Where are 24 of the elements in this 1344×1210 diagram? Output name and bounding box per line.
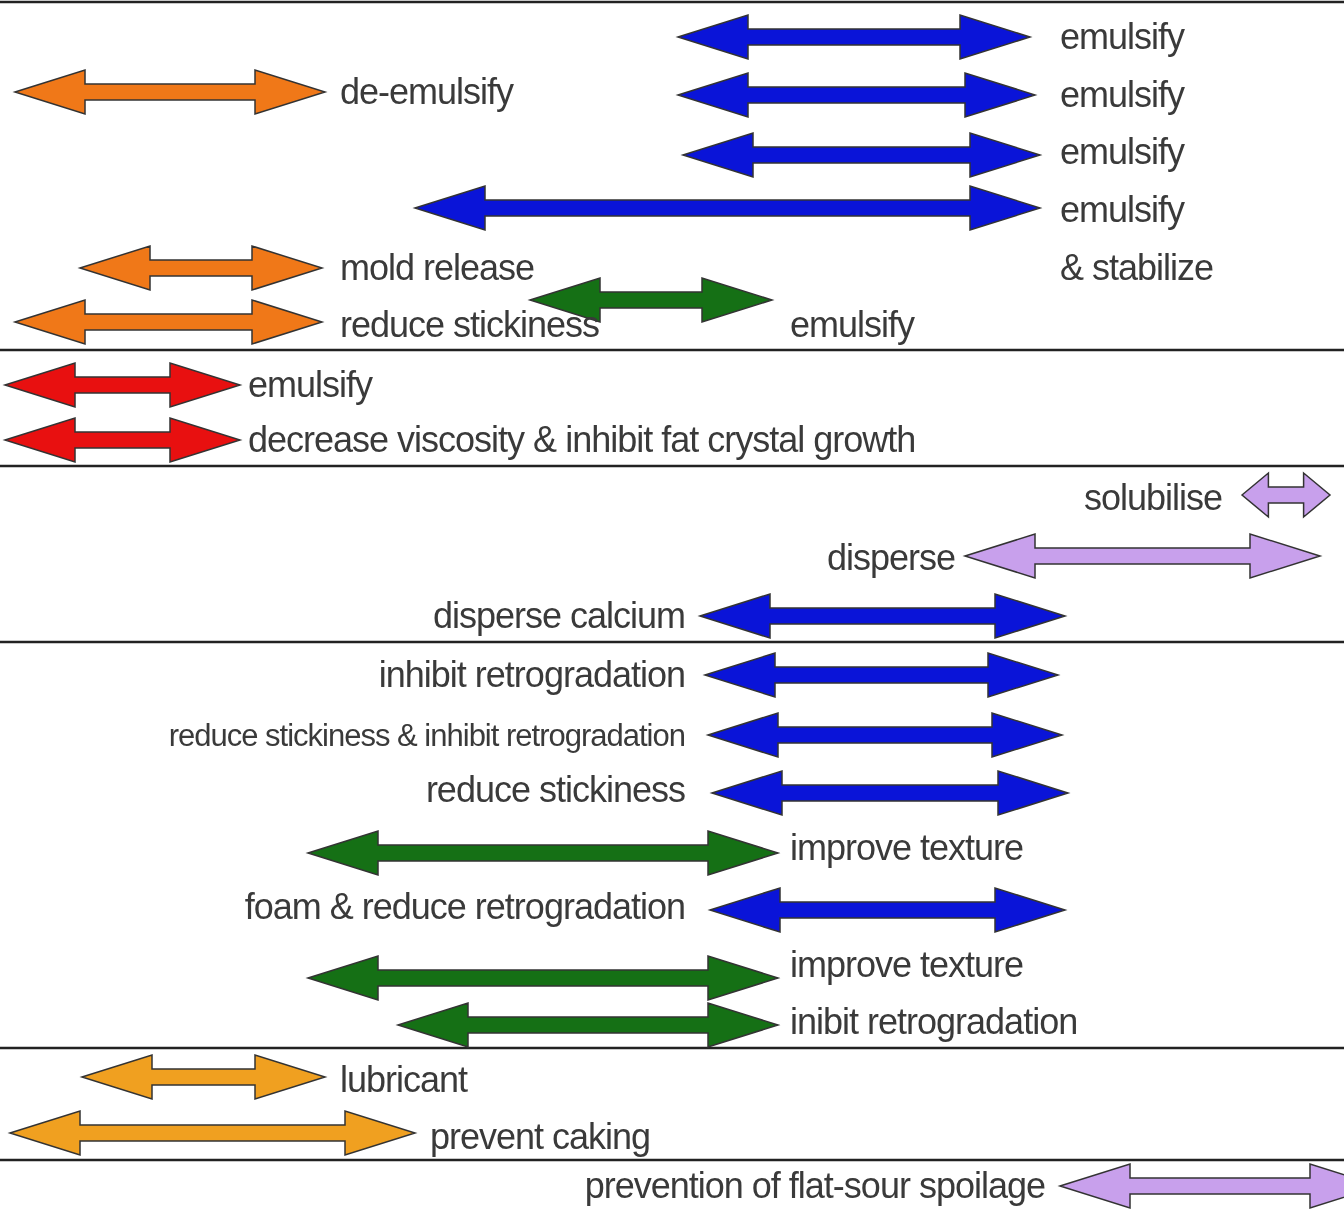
function-label: prevent caking	[430, 1119, 651, 1155]
function-label: foam & reduce retrogradation	[244, 889, 685, 925]
function-label: solubilise	[1083, 480, 1222, 516]
function-label: reduce stickiness	[340, 307, 600, 343]
function-label: prevention of flat-sour spoilage	[584, 1168, 1045, 1204]
function-label: emulsify	[248, 367, 373, 403]
function-label: emulsify	[1060, 192, 1185, 228]
function-label: emulsify	[1060, 77, 1185, 113]
function-label: improve texture	[790, 947, 1024, 983]
function-label: reduce stickiness & inhibit retrogradation	[168, 719, 685, 751]
function-label: disperse	[826, 540, 955, 576]
function-label: mold release	[340, 250, 535, 286]
function-label: emulsify	[1060, 134, 1185, 170]
function-label: inhibit retrogradation	[378, 657, 685, 693]
function-label: & stabilize	[1060, 250, 1214, 286]
function-label: lubricant	[340, 1062, 468, 1098]
function-label: de-emulsify	[340, 74, 514, 110]
function-label: reduce stickiness	[425, 772, 685, 808]
function-label: decrease viscosity & inhibit fat crystal growth	[248, 422, 916, 458]
function-label: inibit retrogradation	[790, 1004, 1078, 1040]
function-label: disperse calcium	[432, 598, 685, 634]
function-label: improve texture	[790, 830, 1024, 866]
function-label: emulsify	[790, 307, 915, 343]
function-label: emulsify	[1060, 19, 1185, 55]
